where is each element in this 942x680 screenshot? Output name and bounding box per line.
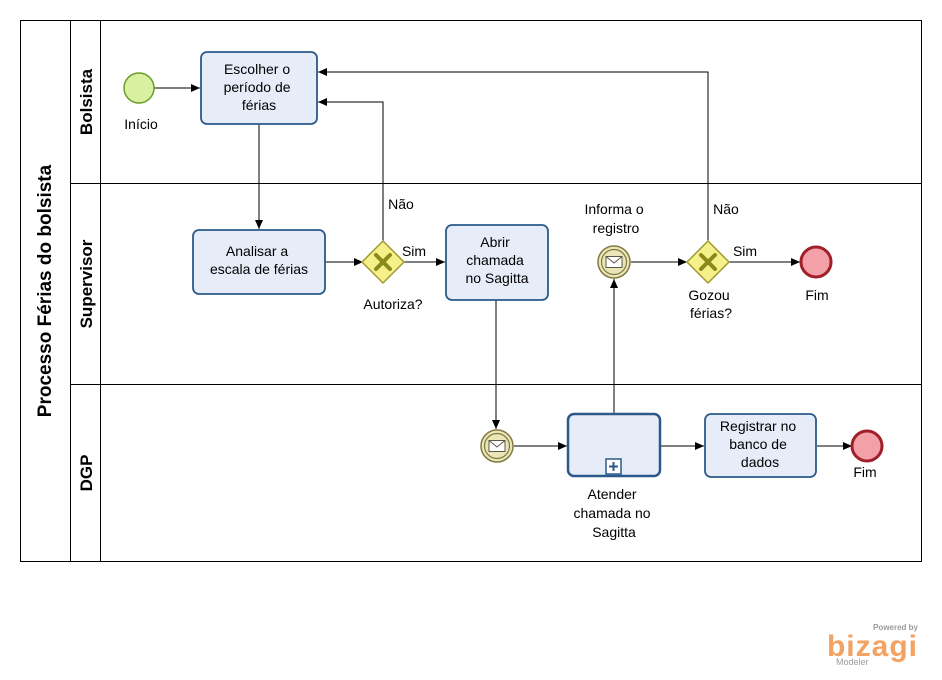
start-circle xyxy=(123,72,155,104)
task-text-line: dados xyxy=(741,454,779,470)
flow-label-autoriza-sim: Sim xyxy=(402,243,426,259)
subprocess-text-line: Sagitta xyxy=(592,524,636,540)
subprocess-text-line: Atender xyxy=(588,486,637,502)
svg-text:Abrir chamada no S: Abrir chamada no Sagitta xyxy=(465,234,528,286)
task-text-line: Registrar no xyxy=(720,418,796,434)
svg-text:Registrar no banco de: Registrar no banco de dados xyxy=(720,418,800,470)
message-label-informa: registro xyxy=(593,220,640,236)
task-text-line: chamada xyxy=(466,252,524,268)
flow-label-autoriza-nao: Não xyxy=(388,196,414,212)
brand-powered-text: Powered by xyxy=(873,623,918,632)
task-text-line: no Sagitta xyxy=(465,270,528,286)
start-event[interactable] xyxy=(123,72,155,104)
task-box xyxy=(200,51,318,125)
task-text-line: Analisar a xyxy=(226,243,288,259)
brand-sub-text: Modeler xyxy=(836,657,869,667)
gateway-label-gozou: férias? xyxy=(690,305,732,321)
end-label-dgp: Fim xyxy=(853,464,876,480)
message-label-informa: Informa o xyxy=(584,201,643,217)
lane-label-supervisor: Supervisor xyxy=(77,239,96,328)
subprocess-text-line: chamada no xyxy=(574,505,651,521)
svg-text:Atender chamada no Sag: Atender chamada no Sagitta xyxy=(574,486,655,540)
task-abrir-chamada[interactable]: Abrir chamada no Sagitta xyxy=(445,224,549,301)
lane-label-bolsista: Bolsista xyxy=(77,68,96,135)
end-event-dgp[interactable] xyxy=(850,429,884,463)
task-text-line: escala de férias xyxy=(210,261,308,277)
svg-text:Gozou férias?: Gozou férias? xyxy=(688,287,733,321)
task-text-line: período de xyxy=(224,79,291,95)
task-box xyxy=(445,224,549,301)
exclusive-x-icon xyxy=(699,253,717,271)
task-box xyxy=(704,413,817,478)
brand-logo-text: bizagi xyxy=(827,630,918,663)
subprocess-atender-chamada[interactable] xyxy=(566,412,662,478)
flow-label-gozou-sim: Sim xyxy=(733,243,757,259)
svg-text:Escolher o período de: Escolher o período de férias xyxy=(224,61,295,113)
collapsed-subprocess-icon[interactable] xyxy=(605,458,622,475)
message-inner-ring xyxy=(600,248,628,276)
task-text-line: férias xyxy=(242,97,276,113)
flow-autoriza-nao xyxy=(318,98,384,241)
flow-label-gozou-nao: Não xyxy=(713,201,739,217)
gateway-gozou[interactable] xyxy=(685,239,731,285)
flow-gozou-nao xyxy=(318,68,709,241)
pool: Processo Férias do bolsista xyxy=(20,20,922,562)
pool-title: Processo Férias do bolsista xyxy=(35,164,56,417)
sequence-flows xyxy=(154,68,852,450)
message-event-dgp[interactable] xyxy=(480,429,514,463)
subprocess-box xyxy=(566,412,662,478)
end-circle xyxy=(850,429,884,463)
svg-text:Informa o registro: Informa o registro xyxy=(584,201,647,236)
task-text-line: banco de xyxy=(729,436,787,452)
message-inner-ring xyxy=(483,432,511,460)
task-analisar-escala[interactable]: Analisar a escala de férias xyxy=(192,229,326,295)
task-registrar-banco[interactable]: Registrar no banco de dados xyxy=(704,413,817,478)
task-box xyxy=(192,229,326,295)
end-label-supervisor: Fim xyxy=(805,287,828,303)
envelope-icon xyxy=(605,256,623,268)
gateway-autoriza[interactable] xyxy=(360,239,406,285)
lane-label-dgp: DGP xyxy=(77,455,96,492)
end-event-supervisor[interactable] xyxy=(799,245,833,279)
message-event-informa[interactable] xyxy=(597,245,631,279)
envelope-icon xyxy=(488,440,506,452)
gateway-label-autoriza: Autoriza? xyxy=(363,296,422,312)
task-escolher-periodo[interactable]: Escolher o período de férias xyxy=(200,51,318,125)
gateway-label-gozou: Gozou xyxy=(688,287,729,303)
start-label: Início xyxy=(124,116,158,132)
exclusive-x-icon xyxy=(374,253,392,271)
task-text-line: Escolher o xyxy=(224,61,290,77)
bizagi-watermark: Powered by bizagi Modeler xyxy=(827,623,919,667)
svg-text:Analisar a escala de fér: Analisar a escala de férias xyxy=(210,243,308,277)
end-circle xyxy=(799,245,833,279)
task-text-line: Abrir xyxy=(480,234,510,250)
